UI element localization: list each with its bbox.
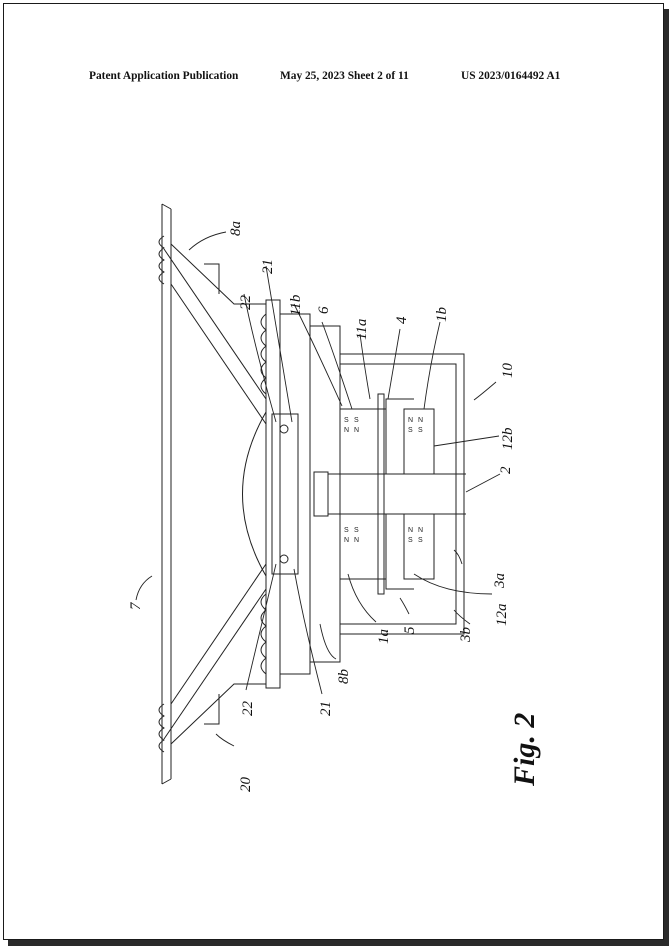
ref-label: 12b <box>500 427 516 450</box>
pole-mark: S <box>418 427 423 434</box>
pole-mark: N <box>418 527 423 534</box>
ref-label: 8a <box>228 221 244 236</box>
dust-cap <box>243 412 267 576</box>
pole-mark: S <box>408 537 413 544</box>
ref-label: 2 <box>498 466 514 474</box>
ref-label: 12a <box>494 604 510 627</box>
pole-mark: N <box>344 537 349 544</box>
pole-mark: N <box>418 417 423 424</box>
magnet-assembly <box>340 394 434 594</box>
speaker-cone <box>159 204 266 784</box>
ref-label: 21 <box>318 701 334 716</box>
loudspeaker-drawing: S S N N N N S S S S N N N N S S <box>4 4 663 939</box>
pole-mark: S <box>354 417 359 424</box>
pole-mark: N <box>408 527 413 534</box>
ref-label: 10 <box>500 363 516 379</box>
ref-label: 4 <box>394 316 410 324</box>
pole-mark: N <box>344 427 349 434</box>
pole-mark: S <box>408 427 413 434</box>
ref-label: 22 <box>240 701 256 717</box>
ref-label: 21 <box>260 259 276 274</box>
ref-label: 3a <box>492 573 508 589</box>
frame <box>266 300 464 688</box>
voice-coil-assembly <box>272 414 466 574</box>
pole-mark: S <box>354 527 359 534</box>
ref-label: 11a <box>354 319 370 340</box>
pole-mark: S <box>418 537 423 544</box>
figure-caption: Fig. 2 <box>508 713 541 787</box>
ref-label: 20 <box>238 777 254 793</box>
patent-sheet: Patent Application Publication May 25, 2… <box>3 3 664 940</box>
ref-label: 8b <box>336 669 352 685</box>
ref-label: 1b <box>434 307 450 323</box>
ref-label: 22 <box>238 295 254 311</box>
pole-mark: N <box>354 537 359 544</box>
pole-mark: S <box>344 417 349 424</box>
ref-label: 6 <box>316 306 332 314</box>
pole-mark: N <box>354 427 359 434</box>
ref-label: 3b <box>458 627 474 644</box>
pole-mark: N <box>408 417 413 424</box>
ref-label: 1a <box>376 629 392 644</box>
ref-label: 5 <box>402 626 418 634</box>
pole-mark: S <box>344 527 349 534</box>
ref-label: 7 <box>128 601 144 610</box>
ref-label: 11b <box>288 294 304 316</box>
